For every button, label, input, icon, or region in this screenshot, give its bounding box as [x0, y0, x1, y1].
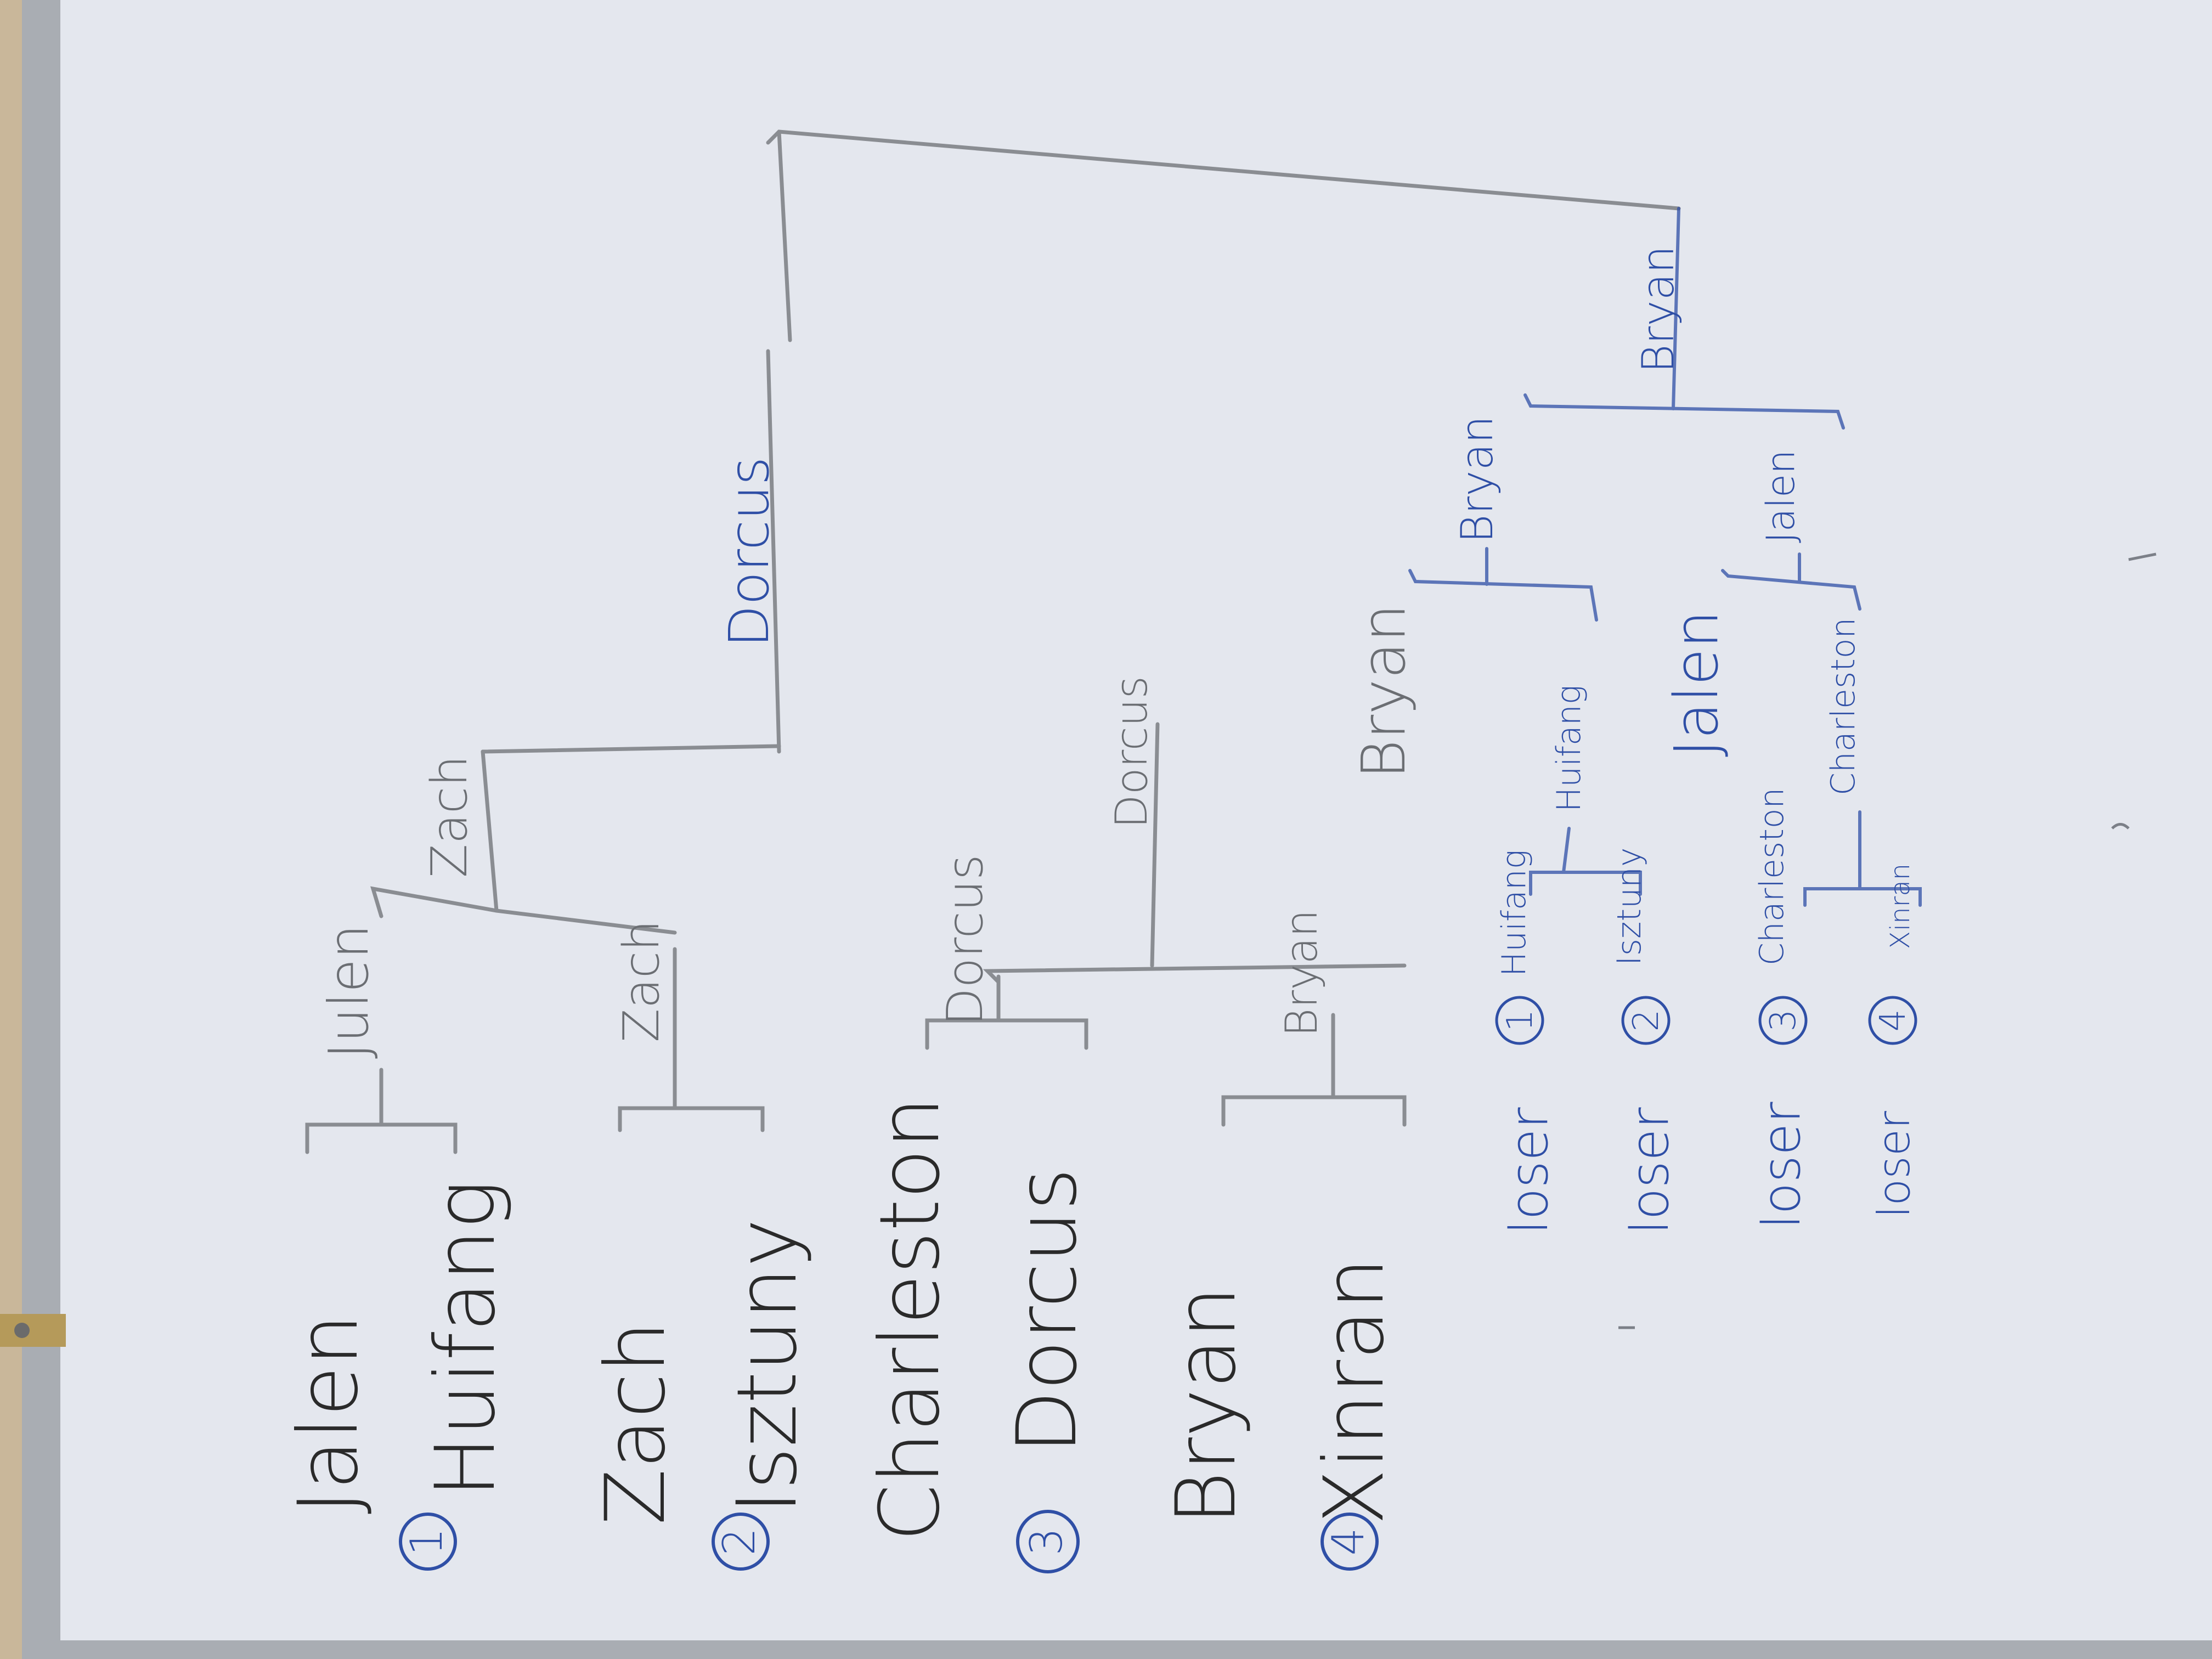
loser-label-4: loser	[1869, 1111, 1920, 1218]
player-name-7: Bryan	[1159, 1286, 1254, 1525]
lower-seed-numbers: 1 2 3 4	[1500, 1009, 1914, 1032]
bracket-final-upper	[481, 744, 781, 754]
player-name-1: Jalen	[281, 1314, 376, 1514]
loser-label-1: loser	[1499, 1107, 1560, 1234]
seed-number-3: 3	[1021, 1528, 1072, 1556]
lower-bracket-entries: Huifang Isztuny Charleston Xinran Huifan…	[1495, 618, 1916, 977]
lb-upper-drop-2: Jalen	[1661, 610, 1731, 757]
seed-number-2: 2	[714, 1528, 765, 1556]
loser-seed-circle-2	[1621, 996, 1671, 1045]
loser-seed-number-2: 2	[1626, 1009, 1667, 1032]
lb-entry-2: Isztuny	[1610, 847, 1649, 966]
player-name-8: Xinran	[1307, 1257, 1402, 1525]
lb-r2-winner-1: Bryan	[1452, 416, 1503, 543]
lower-bracket-loser-labels: loser loser loser loser	[1499, 1102, 1920, 1234]
lb-r1-b	[1803, 887, 1922, 907]
bracket-r1-d	[1221, 1095, 1407, 1127]
grand-final-left	[777, 129, 792, 342]
lb-r2-b	[1721, 569, 1861, 611]
lower-bracket-later-rounds: Bryan Jalen Bryan Jalen Bryan	[1348, 246, 1803, 779]
player-name-5: Charleston	[862, 1097, 958, 1542]
loser-seed-circle-3	[1758, 996, 1808, 1045]
loser-seed-circle-1	[1495, 996, 1544, 1045]
stray-mark-1	[2128, 552, 2157, 561]
r1-winner-1: Julen	[317, 924, 381, 1059]
loser-label-3: loser	[1752, 1102, 1812, 1229]
lb-entry-3: Charleston	[1753, 788, 1791, 966]
player-name-3: Zach	[588, 1321, 684, 1525]
upper-bracket-names: Jalen Huifang Zach Isztuny Charleston Do…	[281, 1097, 1402, 1542]
feeder-r2-a	[481, 749, 499, 913]
seed-circle-1	[399, 1513, 457, 1571]
lb-entry-4: Xinran	[1885, 864, 1916, 949]
lb-r1-a-stem	[1562, 827, 1571, 874]
player-name-6: Dorcus	[1000, 1168, 1095, 1454]
lb-entry-1: Huifang	[1495, 849, 1533, 977]
loser-seed-number-4: 4	[1873, 1009, 1914, 1032]
upper-bracket-winners: Julen Zach Dorcus Bryan Zach Dorcus	[317, 676, 1327, 1059]
lb-r2-winner-2: Jalen	[1758, 450, 1803, 543]
bracket-r1-b	[618, 1106, 765, 1132]
seed-markers	[399, 1510, 1379, 1573]
bracket-r1-c	[925, 1018, 1088, 1050]
lb-final-winner: Bryan	[1633, 246, 1684, 373]
loser-label-2: loser	[1620, 1107, 1680, 1234]
bracket-r2-a	[370, 886, 677, 935]
stray-mark-2	[2111, 823, 2130, 830]
final-upper-vertical	[766, 349, 781, 754]
lb-r3-stem	[1672, 207, 1680, 410]
lower-bracket-lines	[1408, 207, 1922, 907]
lower-seed-circles	[1495, 996, 1917, 1045]
lb-r3	[1523, 393, 1845, 430]
loser-seed-circle-4	[1868, 996, 1917, 1045]
upper-bracket-lines	[305, 129, 1681, 1154]
frame-clip	[0, 1314, 66, 1347]
seed-number-1: 1	[401, 1528, 452, 1556]
lb-r1-a	[1529, 871, 1642, 896]
loser-seed-number-1: 1	[1500, 1009, 1541, 1032]
seed-circle-2	[712, 1513, 770, 1571]
seed-numbers: 1 2 3 4	[401, 1528, 1374, 1556]
seed-circle-3	[1016, 1510, 1080, 1573]
seed-circle-4	[1321, 1513, 1379, 1571]
frame-screw	[14, 1323, 30, 1338]
lb-upper-drop-1: Bryan	[1348, 604, 1419, 779]
lb-r1-winner-1: Huifang	[1550, 685, 1588, 812]
r2-winner-2: Dorcus	[1106, 676, 1157, 828]
whiteboard-surface	[60, 0, 2212, 1640]
r1-winner-2: Zach	[613, 920, 670, 1042]
stray-marks	[1618, 552, 2157, 1329]
bracket-r2-b	[983, 963, 1407, 984]
seed-number-4: 4	[1323, 1528, 1374, 1556]
feeder-r2-b	[1150, 722, 1160, 968]
upper-final-winner: Dorcus	[717, 456, 781, 647]
lb-r1-winner-2: Charleston	[1824, 618, 1863, 795]
r1-winner-3: Dorcus	[936, 854, 994, 1026]
loser-seed-number-3: 3	[1763, 1009, 1804, 1032]
player-name-2: Huifang	[418, 1180, 514, 1498]
player-name-4: Isztuny	[720, 1218, 815, 1514]
r2-winner-1: Zach	[421, 755, 478, 878]
r1-winner-4: Bryan	[1276, 910, 1327, 1037]
lb-r2-a	[1408, 569, 1598, 622]
